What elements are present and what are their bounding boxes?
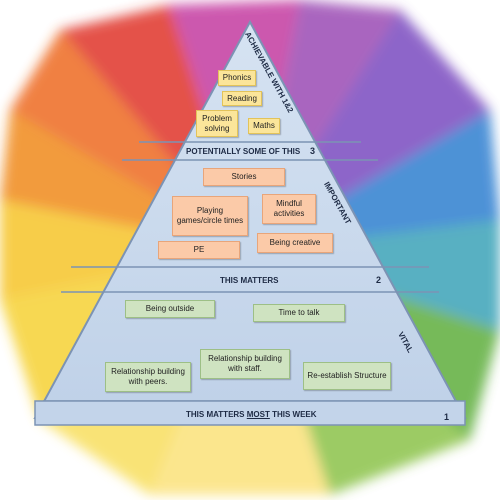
item-relationship-staff: Relationship building with staff. [200,349,290,379]
item-stories: Stories [203,168,285,186]
item-relationship-peers: Relationship building with peers. [105,362,191,392]
item-time-to-talk: Time to talk [253,304,345,322]
item-playing-games: Playing games/circle times [172,196,248,236]
item-reading: Reading [222,91,262,106]
item-being-outside: Being outside [125,300,215,318]
band-label-potentially: POTENTIALLY SOME OF THIS [186,147,301,156]
item-maths: Maths [248,118,280,134]
item-problem-solving: Problem solving [196,110,238,137]
band-label-emphasis: MOST [246,410,270,419]
item-re-establish-structure: Re-establish Structure [303,362,391,390]
level-number-2: 2 [376,275,382,285]
level-number-1: 1 [444,412,450,422]
item-mindful-activities: Mindful activities [262,194,316,224]
level-number-3: 3 [310,146,316,156]
item-pe: PE [158,241,240,259]
item-phonics: Phonics [218,70,256,86]
item-being-creative: Being creative [257,233,333,253]
band-label-this-matters: THIS MATTERS [220,276,279,285]
band-label-suffix: THIS WEEK [269,410,317,419]
band-label-prefix: THIS MATTERS [186,410,247,419]
base-bar [34,400,466,426]
band-label-most-this-week: THIS MATTERS MOST THIS WEEK [186,410,317,419]
